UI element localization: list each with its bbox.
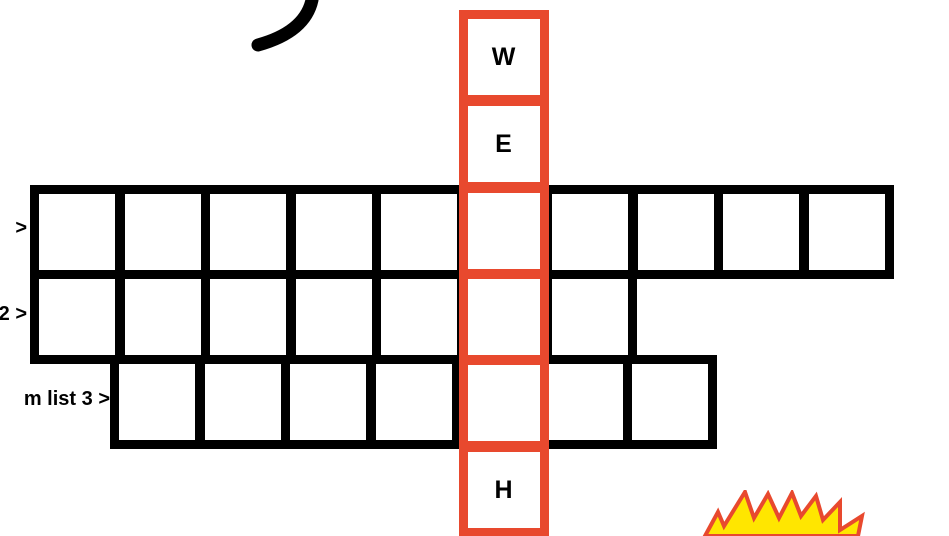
grid-cell[interactable] — [116, 270, 210, 364]
starburst-icon — [690, 490, 900, 536]
grid-cell[interactable] — [110, 355, 204, 449]
grid-cell[interactable] — [372, 270, 466, 364]
highlight-cell[interactable] — [459, 356, 549, 450]
grid-cell[interactable] — [30, 270, 124, 364]
highlight-cell[interactable]: E — [459, 97, 549, 191]
grid-cell[interactable] — [281, 355, 375, 449]
grid-cell[interactable] — [287, 185, 381, 279]
grid-cell[interactable] — [714, 185, 808, 279]
grid-cell[interactable] — [287, 270, 381, 364]
highlight-cell[interactable] — [459, 270, 549, 364]
grid-cell[interactable] — [367, 355, 461, 449]
row-label-1: > — [15, 217, 27, 240]
highlight-cell[interactable]: W — [459, 10, 549, 104]
grid-cell[interactable] — [372, 185, 466, 279]
grid-cell[interactable] — [543, 270, 637, 364]
grid-cell[interactable] — [543, 185, 637, 279]
grid-cell[interactable] — [538, 355, 632, 449]
grid-cell[interactable] — [201, 270, 295, 364]
grid-cell[interactable] — [116, 185, 210, 279]
grid-cell[interactable] — [623, 355, 717, 449]
grid-cell[interactable] — [629, 185, 723, 279]
grid-cell[interactable] — [30, 185, 124, 279]
grid-cell[interactable] — [800, 185, 894, 279]
highlight-cell[interactable] — [459, 184, 549, 278]
grid-cell[interactable] — [196, 355, 290, 449]
row-label-3: m list 3 > — [24, 388, 110, 411]
row-label-2: 2 > — [0, 303, 27, 326]
highlight-cell[interactable]: H — [459, 443, 549, 536]
grid-cell[interactable] — [201, 185, 295, 279]
